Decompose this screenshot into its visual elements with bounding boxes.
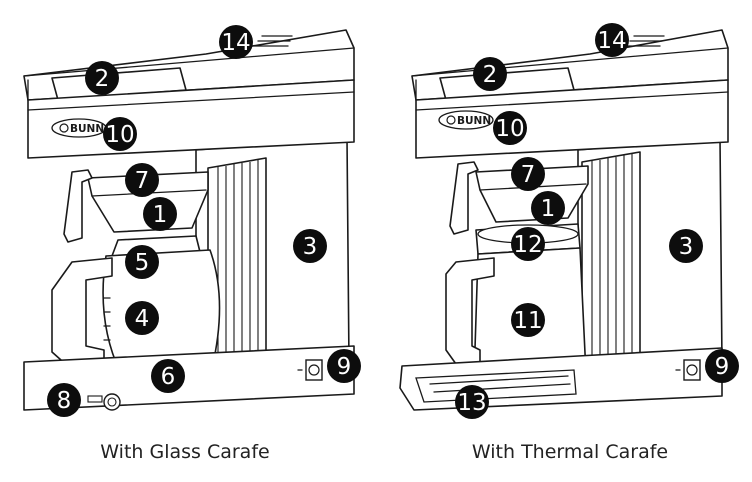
callout-label: 2	[483, 62, 498, 88]
callout-label: 10	[105, 122, 134, 148]
funnel-handle	[63, 169, 93, 243]
callout-label: 13	[457, 390, 486, 416]
callout-label: 9	[715, 354, 730, 380]
side-switch	[675, 359, 701, 381]
callout-8: 8	[47, 383, 81, 417]
power-switch	[87, 393, 121, 411]
callout-label: 3	[679, 234, 694, 260]
callout-7: 7	[125, 163, 159, 197]
callout-10: 10	[103, 117, 137, 151]
callout-4: 4	[125, 301, 159, 335]
callout-14: 14	[219, 25, 253, 59]
callout-label: 2	[95, 66, 110, 92]
callout-label: 11	[513, 308, 542, 334]
callout-label: 14	[597, 28, 626, 54]
callout-label: 8	[57, 388, 72, 414]
carafe-handle	[51, 257, 113, 369]
callout-10: 10	[493, 111, 527, 145]
caption-thermal-carafe: With Thermal Carafe	[471, 441, 669, 463]
callout-label: 10	[495, 116, 524, 142]
vent-lines	[625, 35, 665, 47]
callout-1: 1	[531, 191, 565, 225]
callout-9: 9	[705, 349, 739, 383]
callout-2: 2	[473, 57, 507, 91]
callout-label: 14	[221, 30, 250, 56]
callout-5: 5	[125, 245, 159, 279]
fin-lines	[591, 154, 633, 358]
callout-label: 9	[337, 354, 352, 380]
carafe-handle	[445, 257, 495, 365]
callout-7: 7	[511, 157, 545, 191]
callout-12: 12	[511, 227, 545, 261]
callout-1: 1	[143, 197, 177, 231]
brand-badge: BUNN	[51, 118, 107, 138]
callout-label: 1	[541, 196, 556, 222]
callout-3: 3	[293, 229, 327, 263]
callout-label: 5	[135, 250, 150, 276]
callout-3: 3	[669, 229, 703, 263]
vent-lines	[253, 35, 293, 47]
brand-logo: BUNN	[457, 115, 491, 127]
brewer-glass: BUNN	[23, 25, 361, 417]
front-head	[415, 79, 729, 159]
side-switch	[297, 359, 323, 381]
brand-logo: BUNN	[70, 123, 104, 135]
callout-9: 9	[327, 349, 361, 383]
callout-13: 13	[455, 385, 489, 419]
callout-label: 12	[513, 232, 542, 258]
callout-label: 3	[303, 234, 318, 260]
funnel-handle	[449, 161, 479, 235]
callout-label: 1	[153, 202, 168, 228]
callout-6: 6	[151, 359, 185, 393]
callout-14: 14	[595, 23, 629, 57]
callout-11: 11	[511, 303, 545, 337]
fin-panel	[581, 151, 641, 363]
callout-2: 2	[85, 61, 119, 95]
brand-badge: BUNN	[438, 110, 494, 130]
caption-glass-carafe: With Glass Carafe	[100, 441, 270, 463]
callout-label: 7	[135, 168, 150, 194]
callout-label: 4	[135, 306, 150, 332]
callout-label: 7	[521, 162, 536, 188]
brewer-thermal: BUNN 14 2 10 7 1 12 3 11 9 13	[399, 23, 739, 419]
base	[23, 345, 355, 411]
callout-label: 6	[161, 364, 176, 390]
level-marks	[103, 297, 111, 341]
